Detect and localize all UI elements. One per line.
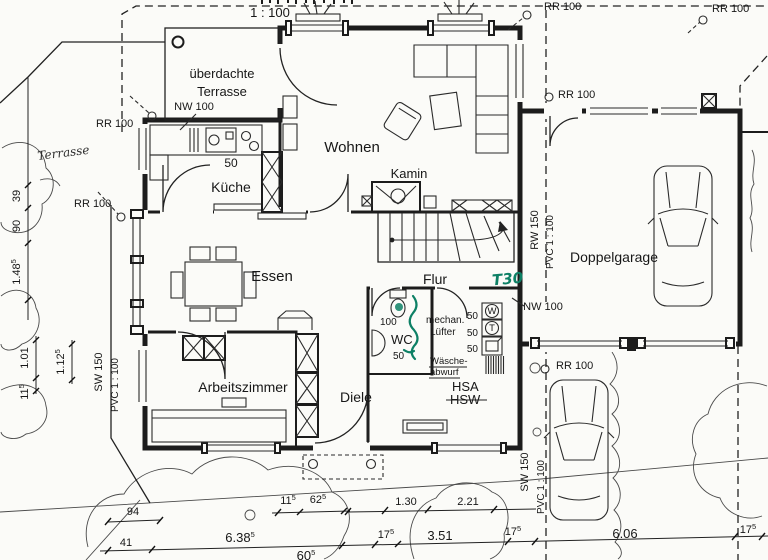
label-hsa: HSA <box>452 379 479 394</box>
doors <box>160 44 736 454</box>
room-label-hall: Flur <box>423 271 447 287</box>
dim-101: 1.01 <box>19 347 31 368</box>
utility-dim-50a: 50 <box>467 311 479 322</box>
room-label-wc: WC <box>391 332 413 347</box>
dim-39: 39 <box>11 190 23 202</box>
room-labels: überdachte Terrasse Terrasse Küche 50 Wo… <box>37 66 659 407</box>
study-furniture <box>151 335 287 443</box>
dim-17-5-b: 175 <box>505 524 521 538</box>
dim-41: 41 <box>120 537 132 549</box>
coffee-table <box>429 91 462 131</box>
terrace-column <box>171 35 185 49</box>
dim-351: 3.51 <box>427 528 452 543</box>
utility-door-swing <box>436 287 468 319</box>
pipe-annotations: RR 100 RR 100 RR 100 RR 100 RR 100 RR 10… <box>74 1 749 514</box>
pipe-rr100-topleft: RR 100 <box>96 118 133 130</box>
dim-11-5-left: 115 <box>17 384 31 400</box>
pipe-sw150-left-pvc: PVC 1 : 100 <box>110 358 121 412</box>
room-label-vent-2: Lüfter <box>430 327 456 338</box>
wc-dim-50: 50 <box>393 351 405 362</box>
room-label-kitchen: Küche <box>211 179 251 195</box>
dim-90: 90 <box>11 220 23 232</box>
pipe-rw150-pvc: PVC 1 : 100 <box>545 215 556 269</box>
garage-chimney <box>701 93 717 109</box>
dining-table-set <box>170 246 257 322</box>
cut-off-title-fragment <box>261 0 353 4</box>
living-sofa-set <box>282 44 509 154</box>
pipe-sw150-right: SW 150 <box>519 452 531 491</box>
room-label-vent-1: mechan. <box>426 315 464 326</box>
dim-221: 2.21 <box>457 496 478 508</box>
car-driveway <box>543 379 615 521</box>
pipe-rr100-bottomright: RR 100 <box>556 360 593 372</box>
dim-112-5: 1.125 <box>53 349 67 375</box>
wc-dim-100: 100 <box>380 317 397 328</box>
room-label-dining: Essen <box>251 268 293 285</box>
fireplace-symbol <box>361 181 437 213</box>
pipe-sw150-right-pvc: PVC 1 : 100 <box>536 460 547 514</box>
staircase <box>377 199 515 263</box>
wc-fixtures <box>371 289 407 357</box>
scale-label: 1 : 100 <box>250 5 290 20</box>
room-label-garage: Doppelgarage <box>570 249 658 265</box>
dim-60-5-clipped: 605 <box>297 548 316 560</box>
dim-17-5-a: 175 <box>378 527 394 541</box>
dryer-symbol-letter: T <box>489 323 495 334</box>
dim-130: 1.30 <box>395 496 416 508</box>
kitchen-counter <box>149 124 283 213</box>
hall-bench <box>277 310 313 330</box>
utility-dim-50b: 50 <box>467 328 479 339</box>
washer-symbol-letter: W <box>488 306 497 317</box>
annotation-t30: T30 <box>491 269 524 290</box>
utility-dim-50c: 50 <box>467 344 479 355</box>
dim-94: 94 <box>127 506 139 518</box>
pipe-nw100-right: NW 100 <box>523 301 563 313</box>
dim-17-5-c: 175 <box>740 522 756 536</box>
kitchen-door-swing <box>162 164 211 213</box>
room-label-covered-terrace-1: überdachte <box>189 66 254 81</box>
pipe-nw100-kitchen: NW 100 <box>174 101 214 113</box>
entry-door-swing <box>314 389 369 444</box>
room-label-terrace: Terrasse <box>37 143 91 163</box>
pipe-rw150: RW 150 <box>529 210 541 250</box>
terrace-door-swing <box>279 47 338 106</box>
dim-638-5: 6.385 <box>225 530 254 545</box>
pipe-rr100-top: RR 100 <box>544 1 581 13</box>
room-label-fireplace: Kamin <box>391 166 428 181</box>
pipe-rr100-garage: RR 100 <box>558 89 595 101</box>
utility-appliances: W T <box>481 302 505 374</box>
dim-62-5: 625 <box>310 492 326 506</box>
living-door-swing <box>309 173 349 213</box>
wc-door-swing <box>371 287 401 317</box>
laundry-chute-hatch <box>485 356 505 374</box>
dim-148-5: 1.485 <box>9 259 23 285</box>
kitchen-counter-width: 50 <box>224 156 238 170</box>
windows <box>128 20 700 454</box>
green-handwriting-annotation <box>408 294 419 361</box>
entry-wardrobes <box>277 310 448 438</box>
armchair <box>383 101 422 141</box>
dimension-chains: 39 90 1.485 1.01 115 1.125 94 115 625 1.… <box>9 77 768 560</box>
pipe-rr100-topright: RR 100 <box>712 3 749 15</box>
garage-door-swing <box>549 116 579 147</box>
green-marker-dot <box>395 303 403 311</box>
dim-11-5: 115 <box>280 493 296 507</box>
room-label-study: Arbeitszimmer <box>198 379 288 395</box>
green-annotations: T30 <box>395 269 524 361</box>
pipe-sw150-left: SW 150 <box>93 352 105 391</box>
window-plants <box>295 0 483 22</box>
label-laundry-chute-2: abwurf <box>430 367 459 378</box>
room-label-entry: Diele <box>340 389 372 405</box>
entry-porch <box>302 454 384 480</box>
label-laundry-chute-1: Wäsche- <box>430 356 467 367</box>
property-boundary <box>0 5 768 560</box>
room-label-covered-terrace-2: Terrasse <box>197 84 247 99</box>
dim-606: 6.06 <box>612 526 637 541</box>
car-garage <box>647 165 719 307</box>
pipe-rr100-left: RR 100 <box>74 198 111 210</box>
room-label-living: Wohnen <box>324 139 380 156</box>
